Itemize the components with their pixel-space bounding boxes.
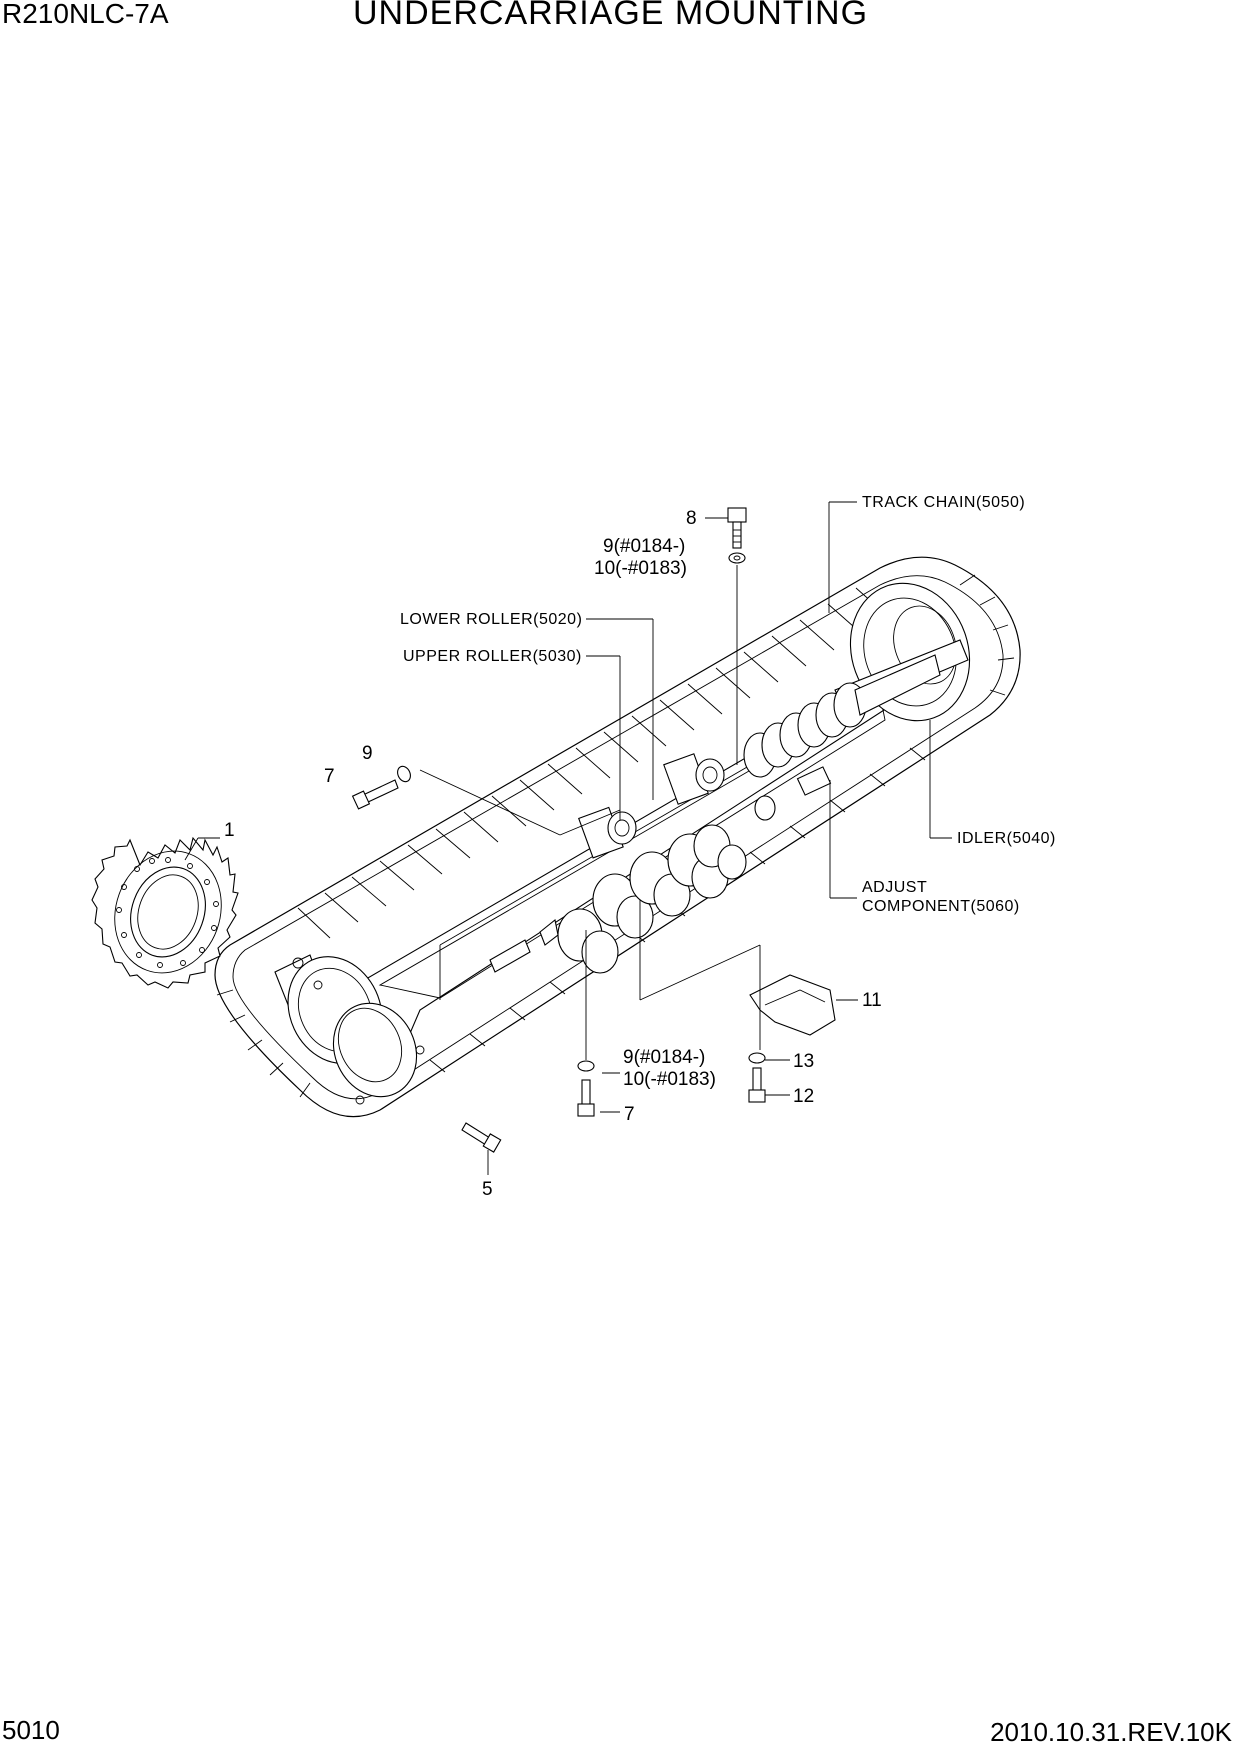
track-guard-item-11 (749, 974, 836, 1036)
callout-item-7-left: 7 (324, 766, 335, 787)
lower-roller-label: LOWER ROLLER(5020) (400, 611, 582, 628)
washer-item-9-top (728, 552, 746, 564)
upper-roller (578, 753, 725, 859)
revision-date: 2010.10.31.REV.10K (990, 1717, 1232, 1747)
bolt-item-5 (461, 1122, 502, 1153)
callout-item-10-top: 10(-#0183) (594, 558, 687, 579)
callout-item-5: 5 (482, 1179, 493, 1200)
lower-roller (489, 824, 747, 974)
callout-item-11: 11 (862, 990, 882, 1011)
page-number: 5010 (2, 1715, 60, 1745)
callout-item-9-bottom: 9(#0184-) (623, 1047, 705, 1068)
callout-item-10-bottom: 10(-#0183) (623, 1069, 716, 1090)
callout-item-1: 1 (224, 820, 235, 841)
track-chain-label: TRACK CHAIN(5050) (862, 494, 1025, 511)
callout-item-12: 12 (793, 1086, 814, 1107)
adjust-component-label-2: COMPONENT(5060) (862, 898, 1020, 915)
leader-lines (184, 501, 952, 1175)
upper-roller-label: UPPER ROLLER(5030) (403, 648, 582, 665)
callout-item-8: 8 (686, 508, 697, 529)
adjust-component (743, 654, 941, 821)
page-title: UNDERCARRIAGE MOUNTING (353, 0, 869, 32)
washer-item-9-bottom (577, 1060, 595, 1072)
callout-item-9-top: 9(#0184-) (603, 536, 685, 557)
washer-item-9-left (397, 765, 411, 783)
bolt-item-7-left (351, 779, 399, 810)
idler-label: IDLER(5040) (957, 830, 1056, 847)
bolt-item-12 (748, 1067, 766, 1103)
bolt-item-8 (727, 507, 747, 549)
callout-item-7-bottom: 7 (624, 1104, 635, 1125)
adjust-component-label-1: ADJUST (862, 879, 927, 896)
track-chain (214, 556, 1021, 1118)
callout-item-13: 13 (793, 1051, 814, 1072)
model-number: R210NLC-7A (2, 0, 169, 29)
bolt-item-7-bottom (577, 1079, 595, 1117)
washer-item-13 (748, 1052, 766, 1064)
travel-motor (274, 954, 425, 1105)
sprocket (91, 836, 239, 989)
callout-item-9-left: 9 (362, 743, 373, 764)
